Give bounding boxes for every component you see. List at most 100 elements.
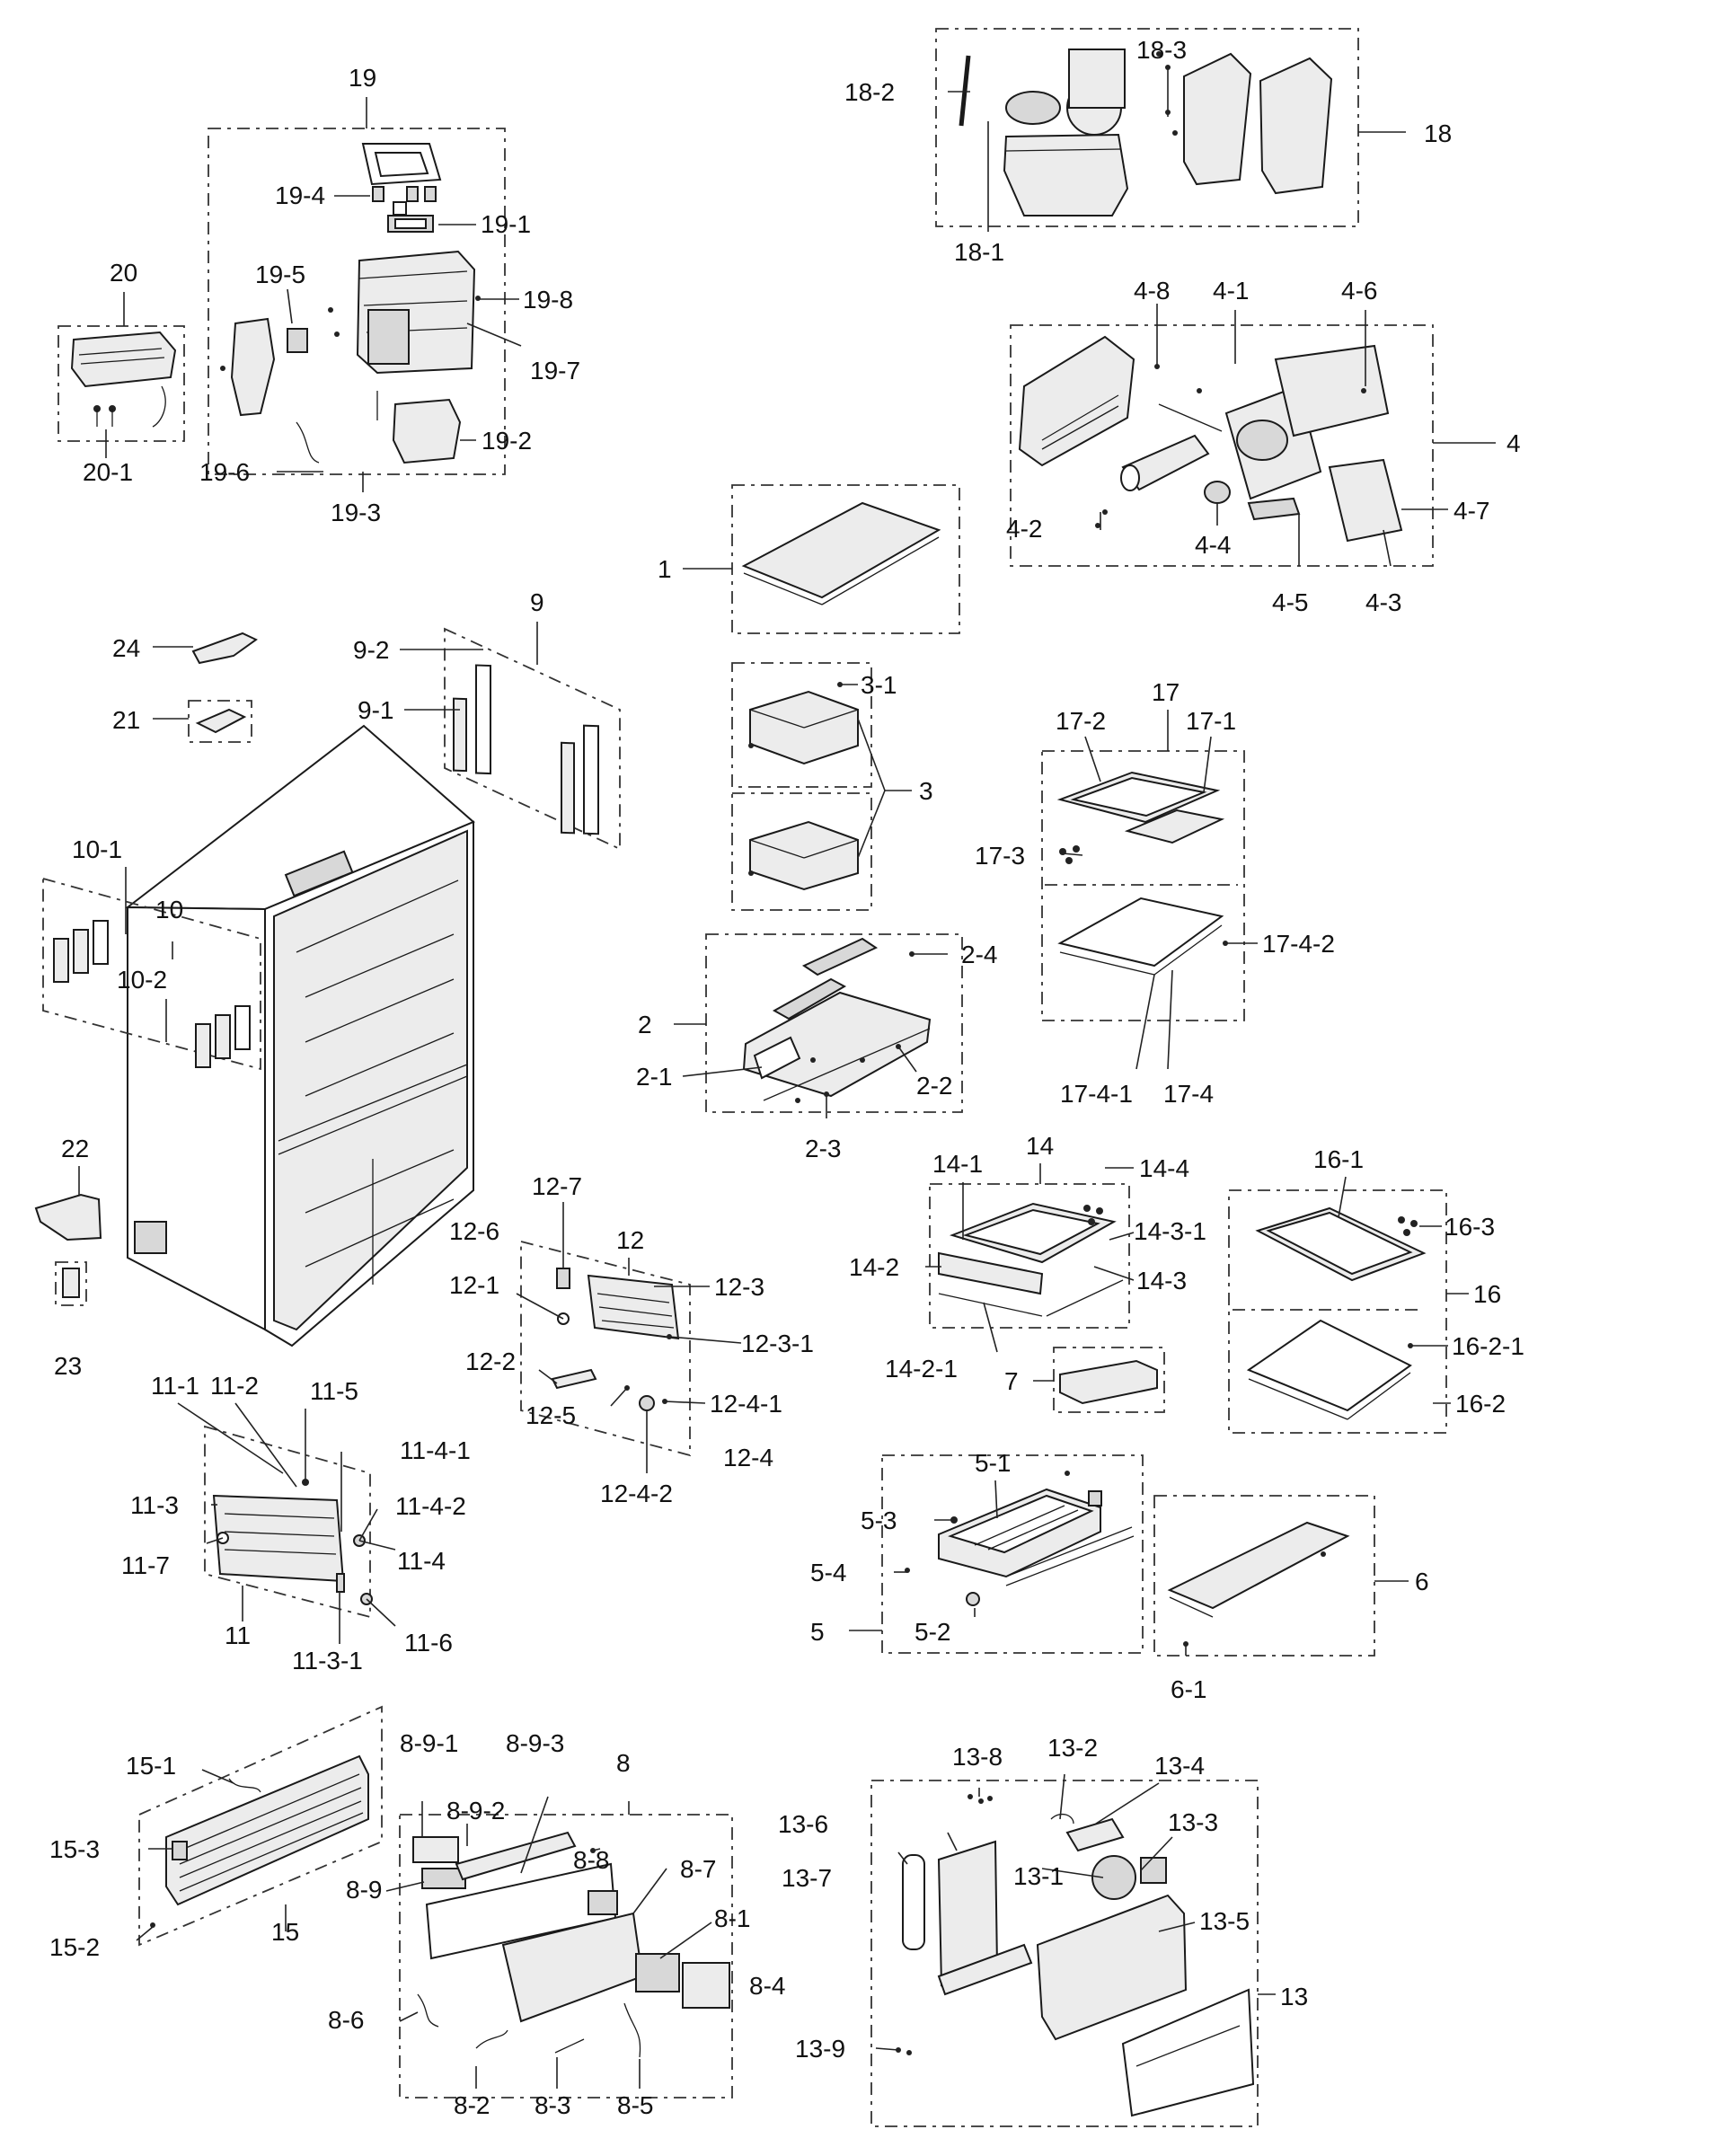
label-13-7: 13-7: [782, 1864, 832, 1892]
label-17: 17: [1152, 678, 1180, 706]
label-17-3: 17-3: [975, 842, 1025, 870]
group-1-glass-shelf: [683, 484, 960, 634]
label-13-6: 13-6: [778, 1810, 828, 1838]
label-14-2-1: 14-2-1: [885, 1355, 958, 1383]
group-20-duct: [57, 292, 185, 458]
label-11-5: 11-5: [310, 1377, 358, 1405]
label-11: 11: [225, 1621, 251, 1649]
label-14-4: 14-4: [1139, 1154, 1189, 1182]
label-17-4-1: 17-4-1: [1060, 1080, 1133, 1108]
label-20: 20: [110, 259, 137, 287]
group-22-bracket: [34, 1166, 102, 1241]
group-19-ice-maker: [208, 97, 522, 492]
group-16-shelf: [1228, 1176, 1469, 1434]
group-2-cover-assembly: [674, 933, 963, 1118]
label-13: 13: [1280, 1983, 1308, 2010]
label-4-1: 4-1: [1213, 277, 1249, 305]
label-15-2: 15-2: [49, 1933, 100, 1961]
label-18: 18: [1424, 119, 1452, 147]
label-12-5: 12-5: [526, 1401, 576, 1429]
label-15: 15: [271, 1918, 299, 1946]
label-11-6: 11-6: [404, 1629, 453, 1657]
label-17-2: 17-2: [1056, 707, 1106, 735]
label-4-8: 4-8: [1134, 277, 1170, 305]
label-4-5: 4-5: [1272, 588, 1308, 616]
label-12-6: 12-6: [449, 1217, 499, 1245]
label-2-1: 2-1: [636, 1063, 672, 1091]
group-14-pantry: [925, 1163, 1135, 1353]
label-19-5: 19-5: [255, 261, 305, 288]
label-16-1: 16-1: [1313, 1145, 1364, 1173]
refrigerator-cabinet: [125, 724, 475, 1348]
label-11-3: 11-3: [130, 1491, 179, 1519]
label-2-4: 2-4: [961, 941, 997, 968]
label-18-3: 18-3: [1136, 36, 1187, 64]
label-4: 4: [1507, 429, 1521, 457]
label-8-6: 8-6: [328, 2006, 364, 2034]
label-19-8: 19-8: [523, 286, 573, 314]
label-2-2: 2-2: [916, 1072, 952, 1100]
group-18-ice-bucket: [935, 28, 1406, 232]
group-5-freezer-drawer: [849, 1454, 1144, 1654]
label-12: 12: [616, 1226, 644, 1254]
label-12-4-1: 12-4-1: [710, 1390, 782, 1418]
label-8-9-1: 8-9-1: [400, 1729, 458, 1757]
label-16: 16: [1473, 1280, 1501, 1308]
group-24-cap: [153, 632, 258, 665]
label-24: 24: [112, 634, 140, 662]
label-8-3: 8-3: [535, 2091, 570, 2119]
group-11-main-control: [177, 1402, 396, 1644]
label-19-4: 19-4: [275, 181, 325, 209]
label-13-2: 13-2: [1047, 1734, 1098, 1762]
label-13-8: 13-8: [952, 1743, 1003, 1771]
label-8-8: 8-8: [573, 1846, 609, 1874]
label-12-3-1: 12-3-1: [741, 1330, 814, 1357]
label-1: 1: [658, 555, 672, 583]
group-15-evaporator: [136, 1705, 383, 1947]
label-23: 23: [54, 1352, 82, 1380]
label-10-1: 10-1: [72, 835, 122, 863]
label-10-2: 10-2: [117, 966, 167, 994]
group-10-inner-covers: [42, 867, 261, 1071]
group-21-hinge: [153, 700, 252, 743]
label-8-9-3: 8-9-3: [506, 1729, 564, 1757]
label-16-2: 16-2: [1455, 1390, 1506, 1418]
label-13-4: 13-4: [1154, 1752, 1205, 1780]
label-4-2: 4-2: [1006, 515, 1042, 543]
group-4-water-filter: [1010, 304, 1496, 567]
label-20-1: 20-1: [83, 458, 133, 486]
label-12-2: 12-2: [465, 1348, 516, 1375]
label-9-2: 9-2: [353, 636, 389, 664]
label-13-5: 13-5: [1199, 1907, 1250, 1935]
group-8-evaporator-cover: [385, 1796, 733, 2099]
label-14-1: 14-1: [932, 1150, 983, 1178]
group-13-fan-duct: [870, 1773, 1276, 2127]
label-9: 9: [530, 588, 544, 616]
label-12-1: 12-1: [449, 1271, 499, 1299]
label-17-4: 17-4: [1163, 1080, 1214, 1108]
label-19-6: 19-6: [199, 458, 250, 486]
label-9-1: 9-1: [358, 696, 393, 724]
label-21: 21: [112, 706, 140, 734]
label-15-3: 15-3: [49, 1835, 100, 1863]
group-7-tray: [1033, 1347, 1165, 1413]
label-11-1: 11-1: [151, 1372, 199, 1400]
label-5-3: 5-3: [861, 1507, 897, 1534]
label-11-4-1: 11-4-1: [400, 1436, 471, 1464]
label-12-4-2: 12-4-2: [600, 1480, 673, 1507]
label-4-7: 4-7: [1454, 497, 1489, 525]
label-4-4: 4-4: [1195, 531, 1231, 559]
label-2-3: 2-3: [805, 1135, 841, 1162]
label-13-9: 13-9: [795, 2035, 845, 2063]
label-14: 14: [1026, 1132, 1054, 1160]
label-5: 5: [810, 1618, 825, 1646]
group-6-divider: [1153, 1495, 1409, 1657]
label-14-3-1: 14-3-1: [1134, 1217, 1206, 1245]
label-17-1: 17-1: [1186, 707, 1236, 735]
label-3: 3: [919, 777, 933, 805]
label-17-4-2: 17-4-2: [1262, 930, 1335, 958]
label-4-6: 4-6: [1341, 277, 1377, 305]
label-15-1: 15-1: [126, 1752, 176, 1780]
label-16-3: 16-3: [1445, 1213, 1495, 1241]
label-19-3: 19-3: [331, 499, 381, 526]
